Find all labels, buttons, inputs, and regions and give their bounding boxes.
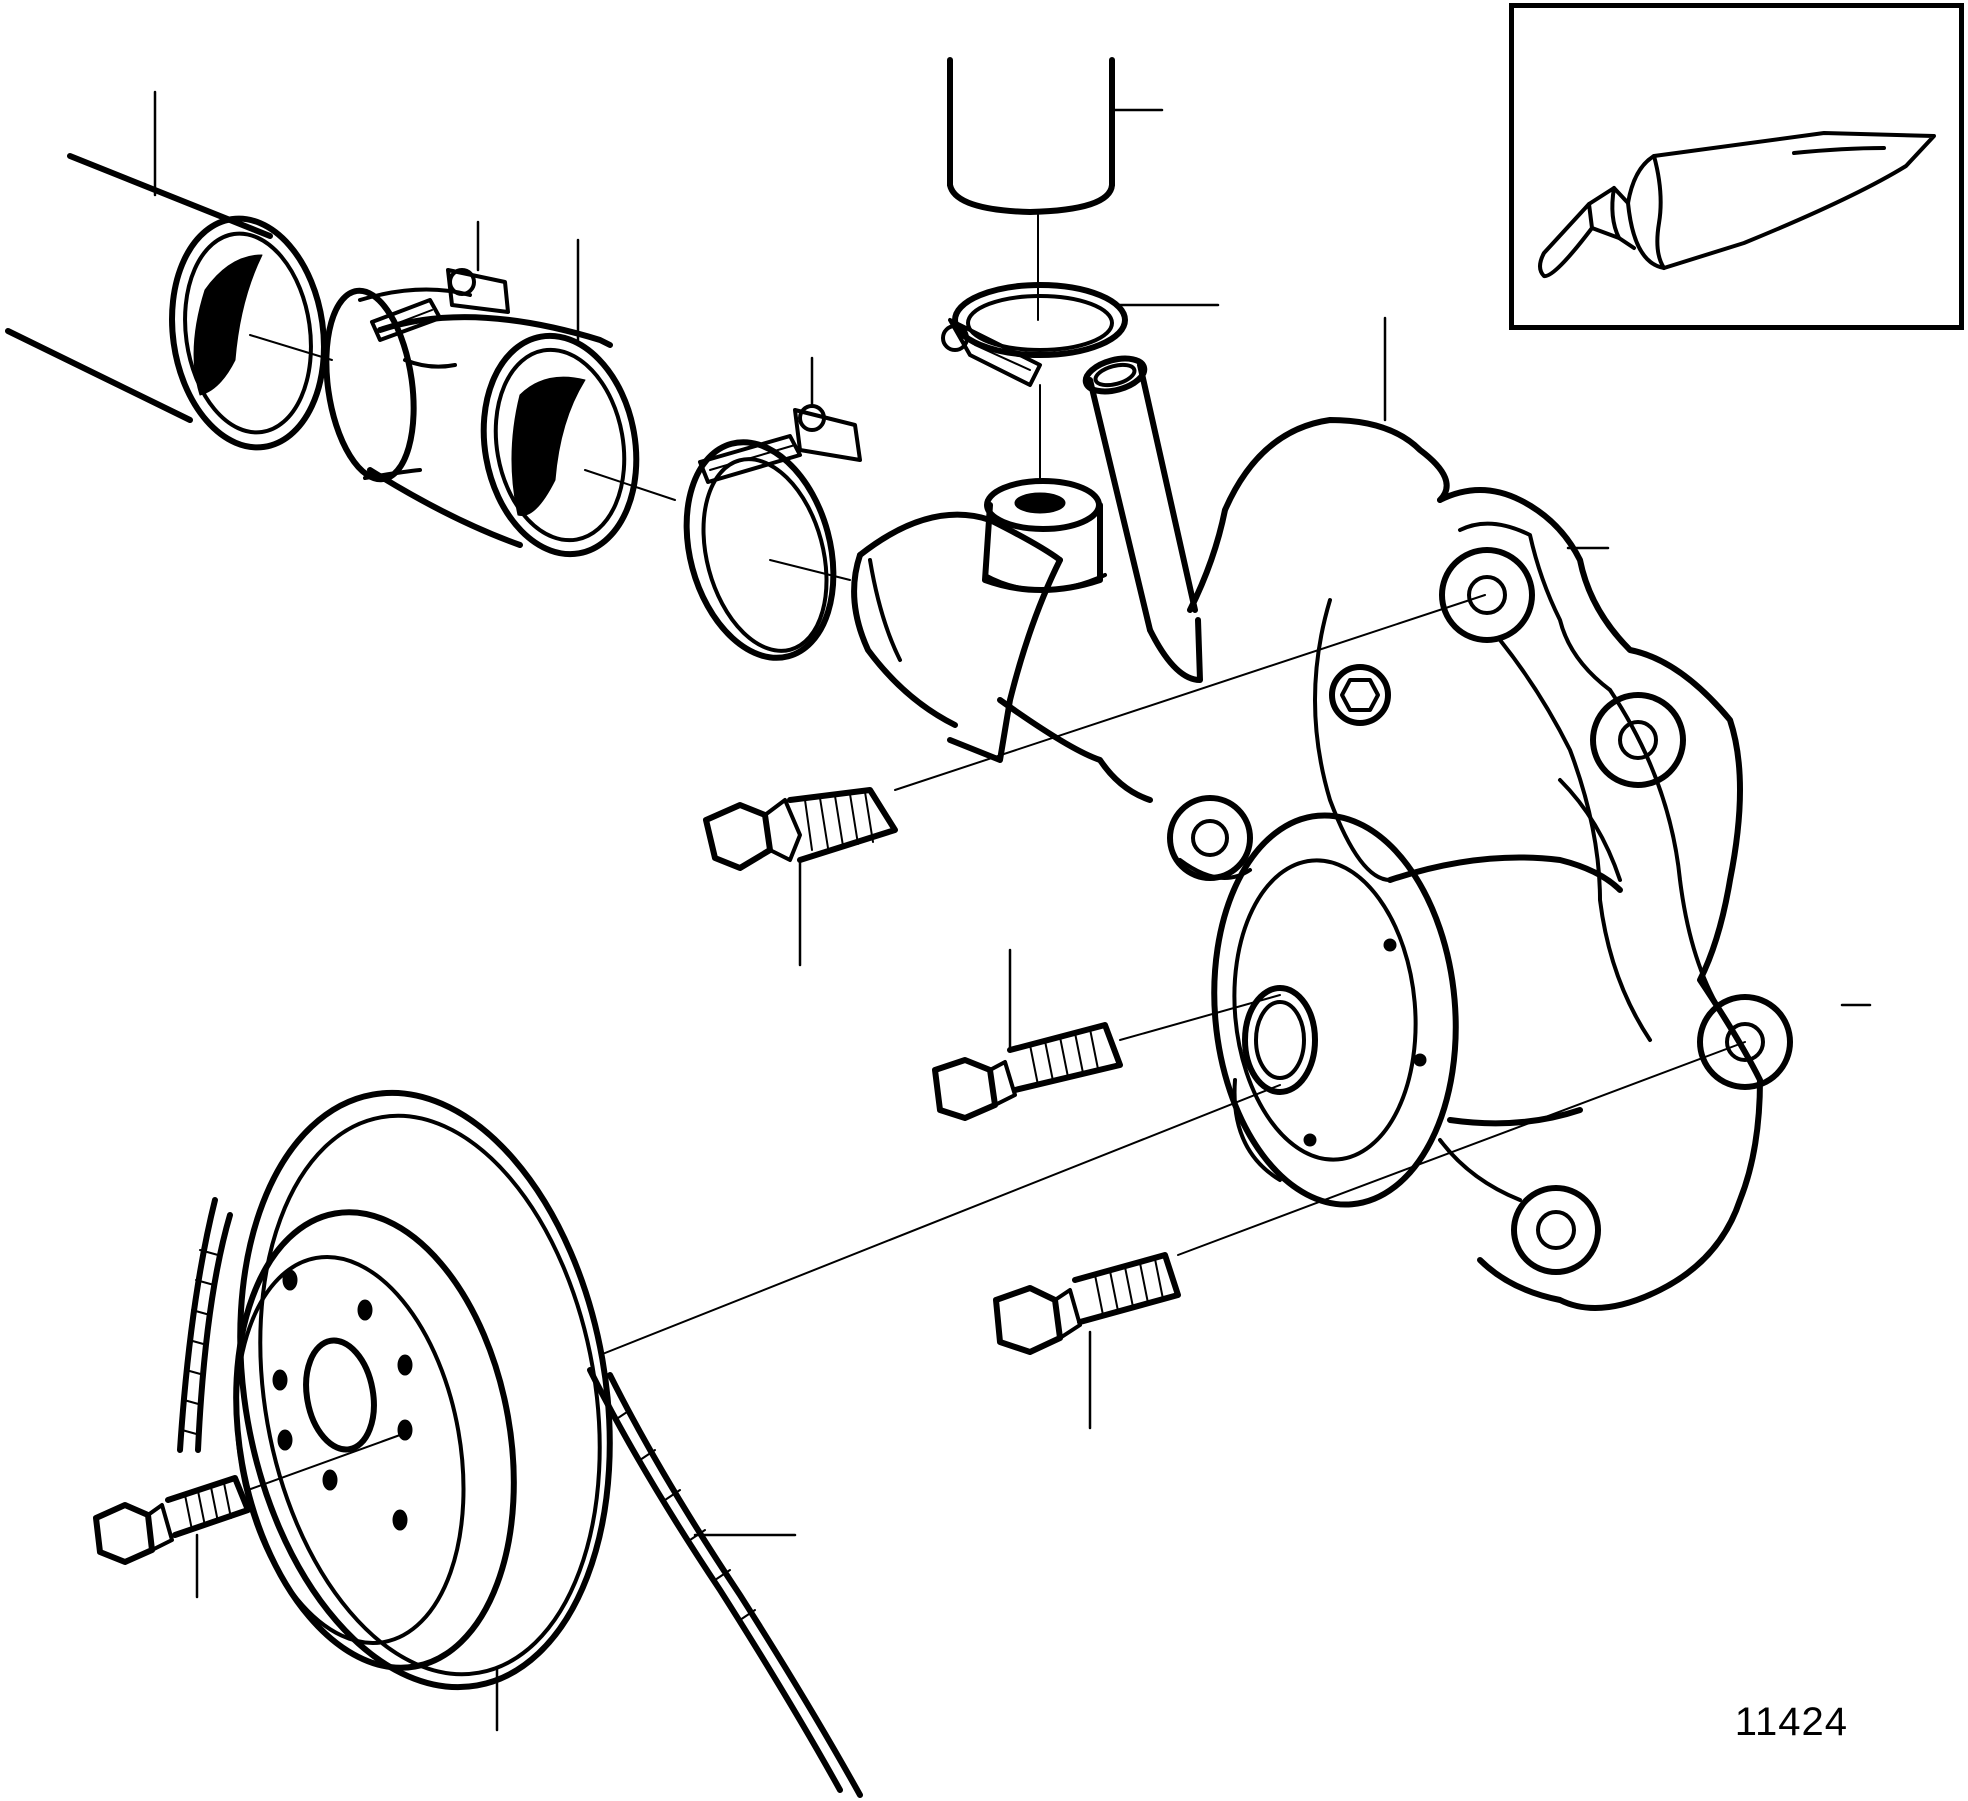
pulley — [233, 1084, 1281, 1691]
sealant-inset — [1509, 3, 1964, 330]
drive-belt — [177, 1197, 863, 1798]
pump-bolt-upper — [703, 594, 1486, 871]
hose-clamp-lower — [683, 404, 862, 661]
hose-clamp-upper — [323, 268, 510, 483]
bypass-hose — [947, 57, 1115, 321]
water-pump-housing — [851, 355, 1793, 1311]
pump-bolt-lower — [993, 1041, 1746, 1355]
coolant-hose — [5, 153, 333, 451]
sealant-tube-icon — [1538, 131, 1936, 278]
connecting-pipe — [367, 314, 676, 558]
pulley-bolt — [93, 1434, 401, 1565]
figure-number: 11424 — [1734, 1700, 1848, 1744]
bypass-hose-clamp — [941, 282, 1128, 481]
pump-bolt-middle — [932, 994, 1281, 1121]
